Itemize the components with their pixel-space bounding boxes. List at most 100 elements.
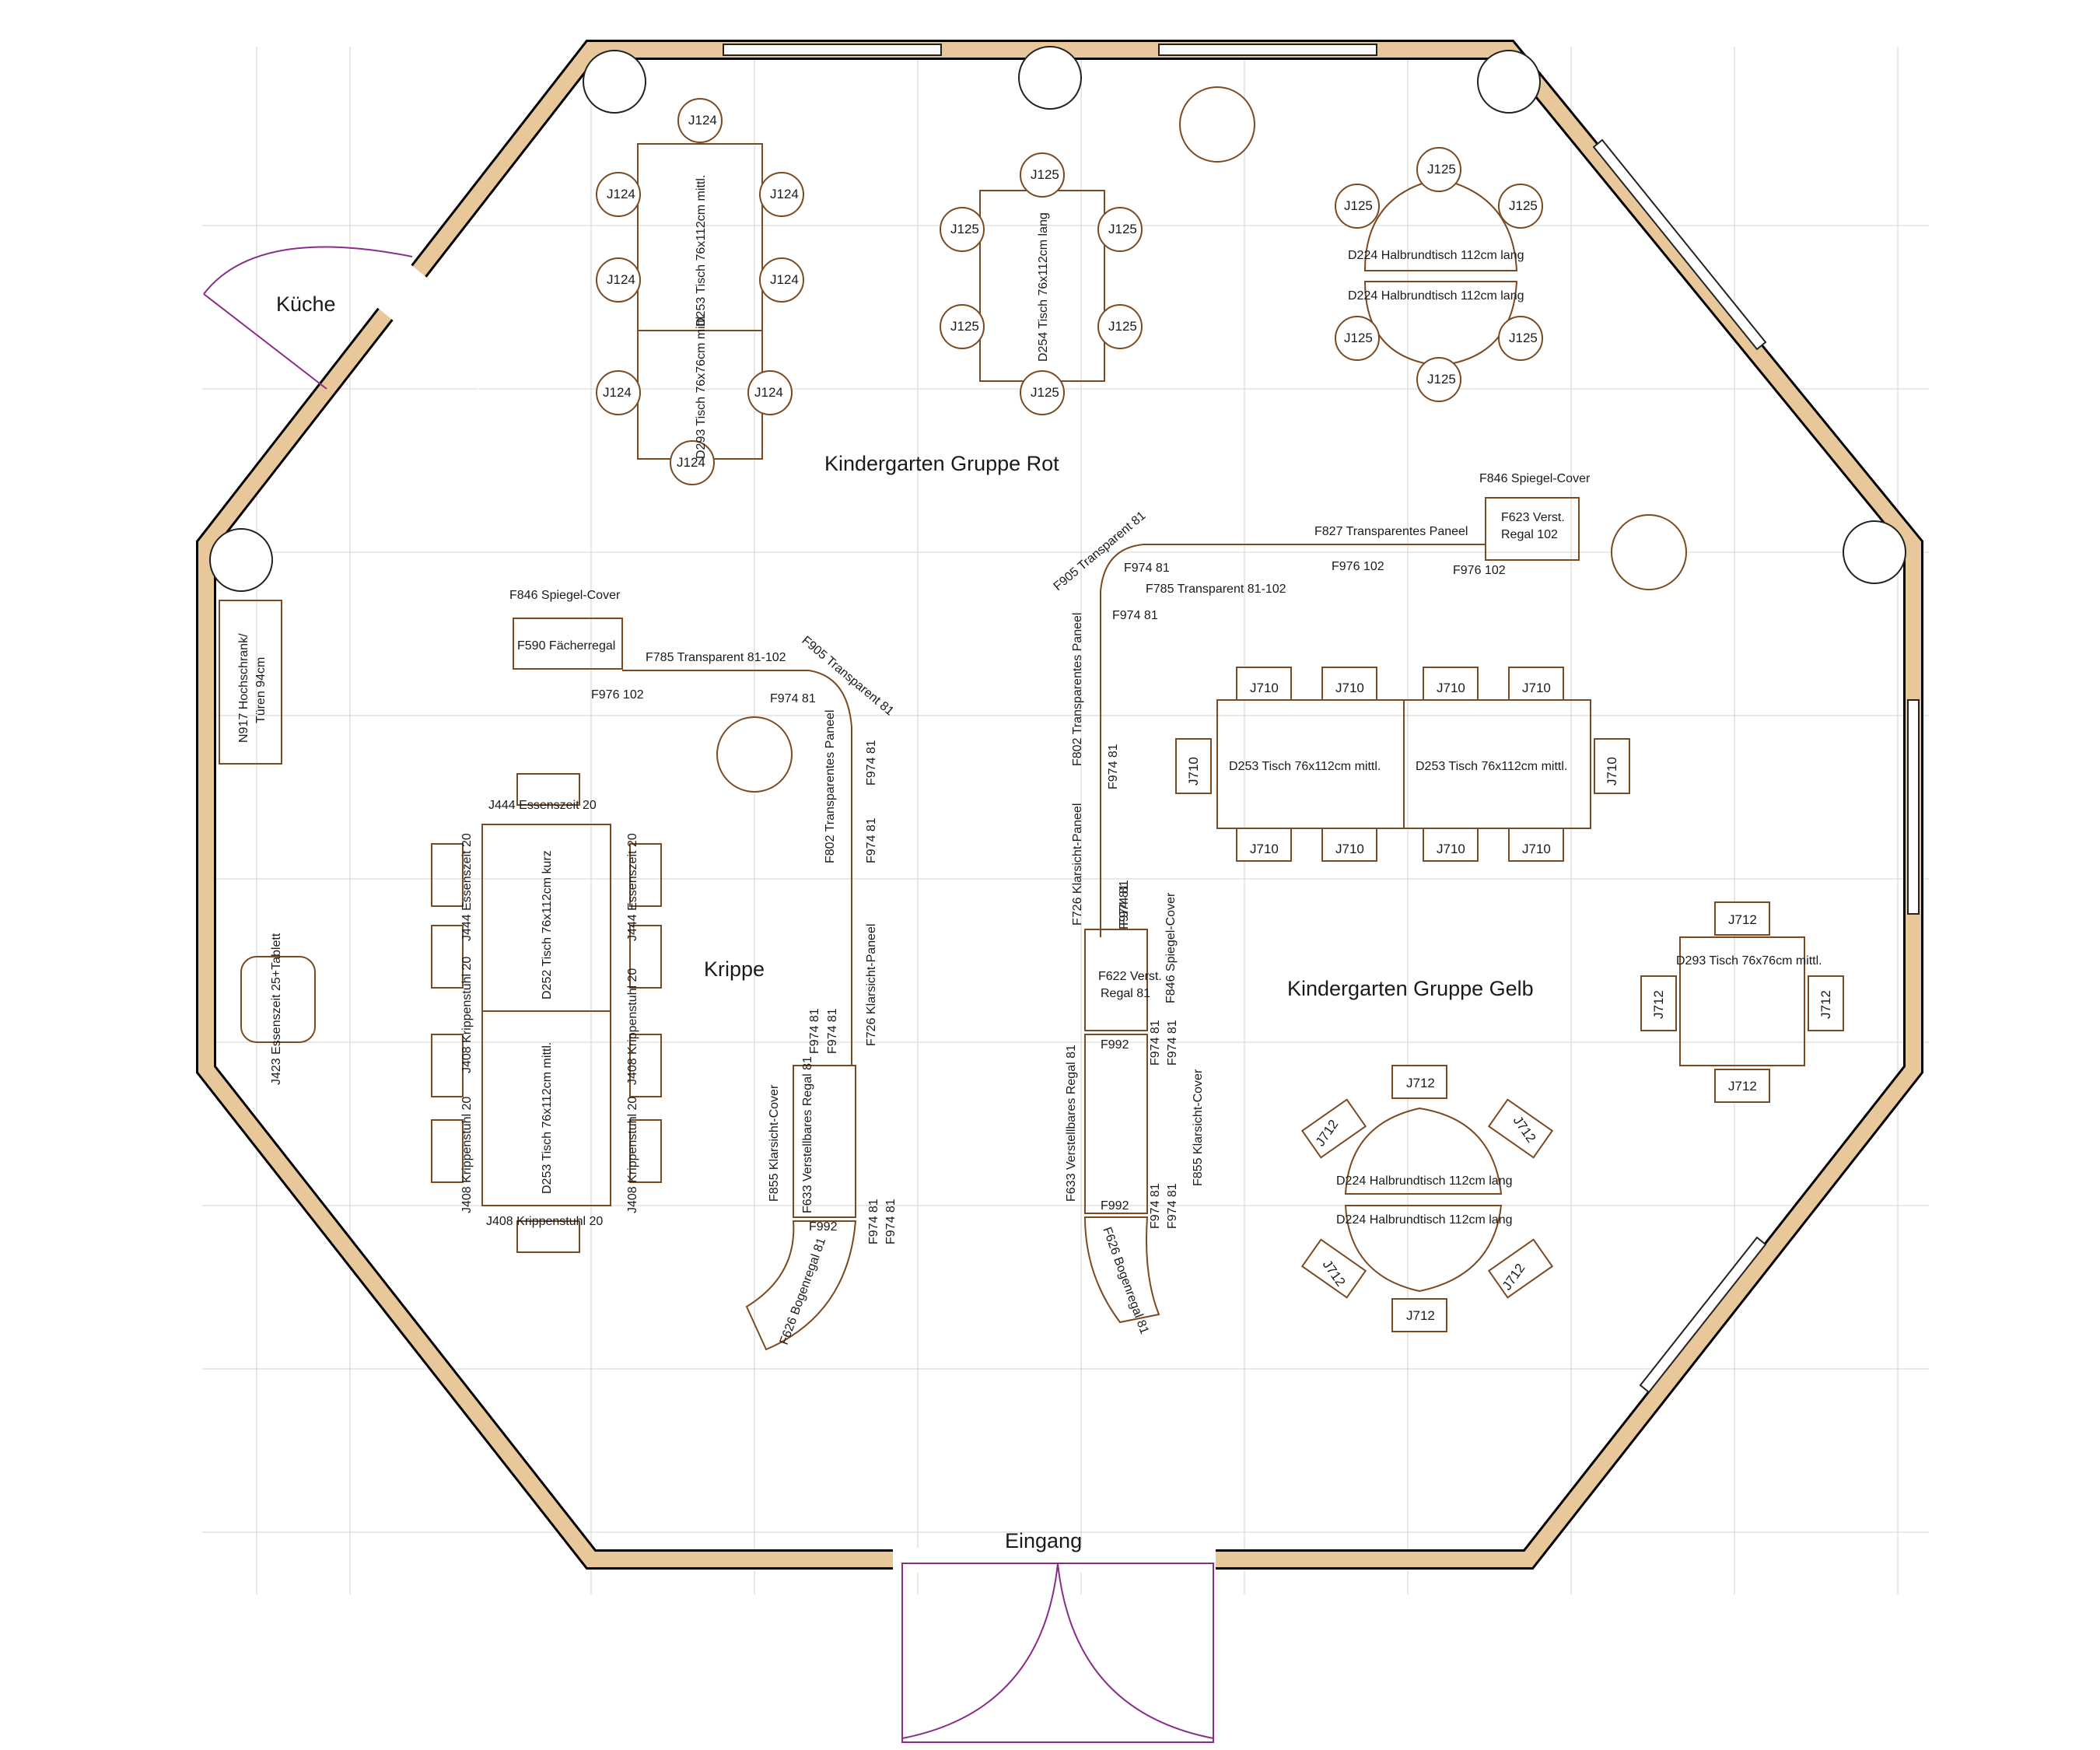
room-label-krippe: Krippe <box>704 957 765 981</box>
chair-label: J124 <box>607 187 635 201</box>
label-f974: F974 81 <box>1149 1183 1162 1229</box>
chair-label: J712 <box>1406 1308 1435 1323</box>
label-f633: F633 Verstellbares Regal 81 <box>801 1056 814 1213</box>
chair-label: J124 <box>603 385 632 400</box>
chair-label: J125 <box>950 222 979 236</box>
label-f905: F905 Transparent 81 <box>1052 509 1149 593</box>
chair-label: J125 <box>1427 372 1456 387</box>
table-pair-gelb[interactable] <box>1175 667 1630 862</box>
label-f623: F623 Verst. <box>1501 511 1565 524</box>
label-f974: F974 81 <box>884 1199 898 1244</box>
panel-run-krippe <box>622 670 852 1066</box>
label-f802: F802 Transparentes Paneel <box>824 710 837 863</box>
table-d254[interactable] <box>940 152 1143 415</box>
chair-label: J710 <box>1335 842 1364 856</box>
room-label-rot: Kindergarten Gruppe Rot <box>824 452 1059 475</box>
room-label-gelb: Kindergarten Gruppe Gelb <box>1287 977 1534 1000</box>
label-f992: F992 <box>1101 1199 1129 1213</box>
label-n917: N917 Hochschrank/ <box>237 633 250 743</box>
label-f974: F974 81 <box>808 1008 821 1054</box>
shelf-f623[interactable] <box>1485 497 1580 561</box>
label-j408: J408 Krippenstuhl 20 <box>626 1097 639 1213</box>
label-f802: F802 Transparentes Paneel <box>1071 613 1084 766</box>
room-label-eingang: Eingang <box>1005 1529 1082 1552</box>
label-f974: F974 81 <box>865 740 878 786</box>
label-f855: F855 Klarsicht-Cover <box>768 1084 781 1202</box>
kitchen-door[interactable] <box>203 246 413 390</box>
chair-label: J124 <box>688 113 717 128</box>
chair-label: J124 <box>770 272 799 287</box>
label-f974: F974 81 <box>1166 1020 1179 1066</box>
chair-label: J712 <box>1818 990 1833 1019</box>
table-label: D253 Tisch 76x112cm mittl. <box>1416 760 1567 773</box>
table-group-rot-left[interactable] <box>596 98 804 485</box>
table-label: D224 Halbrundtisch 112cm lang <box>1336 1213 1513 1227</box>
label-f626: F626 Bogenregal 81 <box>778 1236 829 1346</box>
table-label: D224 Halbrundtisch 112cm lang <box>1348 289 1524 303</box>
chair-label: J710 <box>1335 681 1364 695</box>
chair-label: J712 <box>1728 1079 1757 1094</box>
label-f590: F590 Fächerregal <box>517 639 615 653</box>
label-f974: F974 81 <box>826 1008 839 1054</box>
round-table-gelb[interactable] <box>1300 1065 1554 1332</box>
label-f974: F974 81 <box>770 692 816 705</box>
label-f726: F726 Klarsicht-Paneel <box>1071 803 1084 926</box>
label-f974: F974 81 <box>1112 609 1158 622</box>
table-label: D252 Tisch 76x112cm kurz <box>541 850 554 999</box>
chair-label: J710 <box>1437 681 1465 695</box>
chair-label: J124 <box>677 455 705 470</box>
label-f846: F846 Spiegel-Cover <box>1479 472 1591 485</box>
table-label: D253 Tisch 76x112cm mittl. <box>1229 760 1381 773</box>
label-f976: F976 102 <box>1332 560 1384 573</box>
label-f974: F974 81 <box>1118 884 1131 929</box>
chair-label: J125 <box>1108 222 1137 236</box>
label-j408: J408 Krippenstuhl 20 <box>626 968 639 1085</box>
table-d293-gelb[interactable] <box>1640 901 1844 1103</box>
entrance-doors[interactable] <box>901 1563 1214 1743</box>
kitchen-opening <box>375 264 513 390</box>
krippe-shelves[interactable] <box>745 1065 857 1351</box>
label-f974: F974 81 <box>1124 562 1170 575</box>
chair-label: J124 <box>754 385 783 400</box>
label-f976: F976 102 <box>591 688 644 702</box>
label-f622: Regal 81 <box>1101 987 1150 1000</box>
label-f974: F974 81 <box>867 1199 880 1244</box>
gelb-shelves[interactable] <box>1083 929 1160 1324</box>
chair-label: J712 <box>1728 912 1757 927</box>
outer-walls <box>196 40 1923 1570</box>
table-label: D253 Tisch 76x112cm mittl. <box>695 175 708 327</box>
chair-label: J125 <box>950 319 979 334</box>
label-f622: F622 Verst. <box>1098 970 1162 983</box>
table-label: D224 Halbrundtisch 112cm lang <box>1348 249 1524 262</box>
swivel-chair[interactable] <box>716 716 793 793</box>
swivel-chair[interactable] <box>1611 514 1687 590</box>
chair-label: J710 <box>1437 842 1465 856</box>
chair-label: J125 <box>1344 331 1373 345</box>
swivel-chair[interactable] <box>1179 86 1255 163</box>
table-label: D224 Halbrundtisch 112cm lang <box>1336 1174 1513 1188</box>
cabinet-n917[interactable] <box>219 600 282 765</box>
label-j444: J444 Essenszeit 20 <box>488 799 597 812</box>
krippe-tables[interactable] <box>431 773 662 1253</box>
label-j444: J444 Essenszeit 20 <box>460 833 474 941</box>
chair-label: J712 <box>1651 990 1666 1019</box>
round-table-rot[interactable] <box>1335 147 1543 402</box>
label-f623: Regal 102 <box>1501 528 1558 541</box>
chair-label: J710 <box>1250 842 1279 856</box>
label-f827: F827 Transparentes Paneel <box>1314 525 1468 538</box>
label-f974: F974 81 <box>1118 880 1131 926</box>
chair-label: J125 <box>1344 198 1373 213</box>
label-f974: F974 81 <box>1107 744 1120 789</box>
chair-label: J710 <box>1250 681 1279 695</box>
label-j408: J408 Krippenstuhl 20 <box>460 957 474 1073</box>
chair-j423[interactable] <box>240 956 316 1043</box>
panel-run-rot <box>1100 544 1486 937</box>
label-f992: F992 <box>1101 1038 1129 1052</box>
shelf-f590[interactable] <box>513 618 623 670</box>
label-j408: J408 Krippenstuhl 20 <box>460 1097 474 1213</box>
label-f855: F855 Klarsicht-Cover <box>1192 1069 1205 1186</box>
columns <box>209 46 1906 592</box>
label-f626: F626 Bogenregal 81 <box>1100 1226 1151 1336</box>
